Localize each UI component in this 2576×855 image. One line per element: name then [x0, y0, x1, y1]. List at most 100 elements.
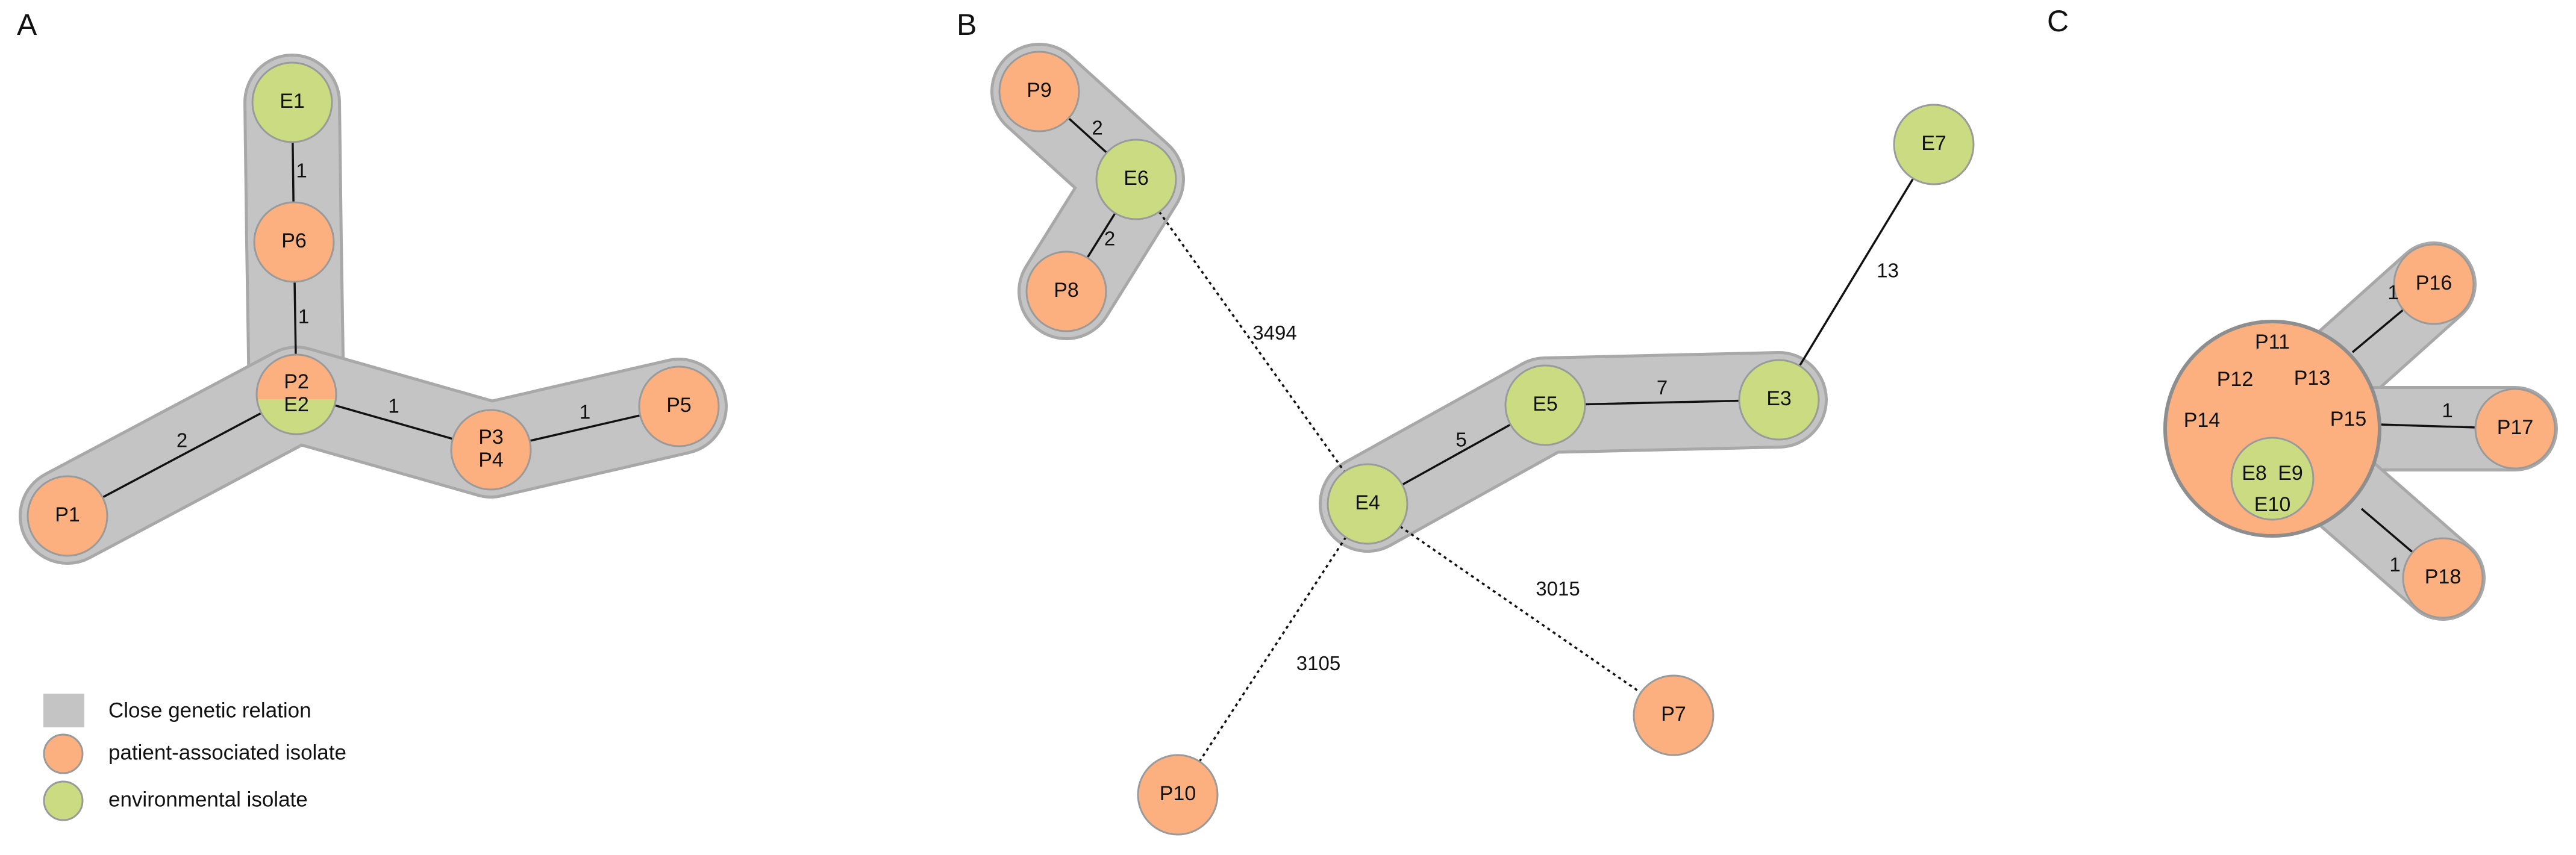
- node-circle: [253, 201, 335, 283]
- legend-patient-swatch: [43, 733, 84, 774]
- node-e3: E3: [1738, 359, 1820, 441]
- node-circle: [1095, 138, 1177, 220]
- node-label-p16: P16: [2416, 272, 2453, 294]
- node-label-p14: P14: [2184, 409, 2221, 432]
- legend-band-swatch: [43, 694, 84, 727]
- edge-label-E4-P7: 3015: [1536, 577, 1580, 600]
- edge-label-E3-E7: 13: [1877, 260, 1899, 282]
- node-label-p3: P3: [478, 426, 504, 449]
- legend-patient-label: patient-associated isolate: [108, 741, 346, 764]
- edge-E3-E7: [1778, 144, 1935, 400]
- node-label-p4: P4: [478, 449, 504, 471]
- edge-label-P6-P2E2: 1: [298, 305, 309, 328]
- edge-label-P3P4-P5: 1: [580, 401, 590, 423]
- edge-label-E1-P6: 1: [296, 160, 307, 182]
- edge-label-cluster-p18: 1: [2389, 553, 2400, 576]
- edge-E4-P7: [1367, 503, 1674, 717]
- panel-letter-a: A: [17, 8, 37, 42]
- edge-label-E4-P10: 3105: [1296, 652, 1340, 674]
- node-p16: P16: [2393, 243, 2475, 325]
- node-label-e3: E3: [1766, 387, 1792, 410]
- node-p18: P18: [2402, 537, 2484, 619]
- node-p8: P8: [1025, 250, 1107, 332]
- edge-label-cluster-p17: 1: [2442, 399, 2453, 421]
- node-circle: [2474, 388, 2556, 470]
- node-label-p17: P17: [2497, 416, 2534, 439]
- node-outline: [255, 353, 337, 435]
- node-circle: [1738, 359, 1820, 441]
- node-p9: P9: [998, 51, 1080, 132]
- node-e4: E4: [1327, 463, 1408, 545]
- node-label-p18: P18: [2425, 565, 2462, 588]
- node-p6: P6: [253, 201, 335, 283]
- node-p7: P7: [1633, 674, 1715, 756]
- node-circle: [998, 51, 1080, 132]
- node-label-p11: P11: [2255, 331, 2290, 353]
- node-label-p8: P8: [1054, 279, 1079, 302]
- node-p5: P5: [638, 365, 720, 447]
- node-e6: E6: [1095, 138, 1177, 220]
- node-label-p6: P6: [281, 229, 307, 252]
- node-circle: [1137, 754, 1219, 836]
- node-p1: P1: [27, 475, 108, 557]
- node-p17: P17: [2474, 388, 2556, 470]
- node-circle: [638, 365, 720, 447]
- edge-E4-P10: [1177, 503, 1369, 795]
- node-label-e7: E7: [1921, 132, 1946, 155]
- edge-E6-E4: [1135, 178, 1369, 505]
- node-label-p5: P5: [666, 394, 692, 417]
- node-label-p10: P10: [1160, 782, 1196, 805]
- edge-label-E6-E4: 3494: [1252, 322, 1296, 344]
- edge-label-E5-E3: 7: [1657, 376, 1668, 399]
- legend: Close genetic relation patient-associate…: [43, 694, 346, 821]
- node-e5: E5: [1504, 364, 1586, 446]
- cluster-outer-circle: [2163, 320, 2381, 538]
- node-e1: E1: [251, 61, 333, 143]
- node-label-e2: E2: [284, 393, 309, 416]
- edge-label-P2E2-P1: 2: [177, 429, 187, 452]
- node-label-e1: E1: [280, 90, 305, 113]
- node-label-e10: E10: [2254, 493, 2291, 516]
- legend-environmental-swatch: [43, 780, 84, 821]
- node-label-p1: P1: [55, 503, 80, 526]
- node-label-p9: P9: [1027, 79, 1052, 102]
- node-circle: [1633, 674, 1715, 756]
- node-circle: [251, 61, 333, 143]
- node-circle: [450, 409, 532, 491]
- cluster-inner-circle: [2230, 437, 2315, 521]
- node-label-e8: E8: [2242, 462, 2267, 485]
- node-label-p12: P12: [2217, 368, 2254, 391]
- node-circle: [27, 475, 108, 557]
- node-p10: P10: [1137, 754, 1219, 836]
- edge-distance-labels: 1 1 2 1 1 2 2 3494 5 7 13 3015 3105 1 1 1: [177, 117, 2453, 675]
- node-label-e6: E6: [1124, 167, 1149, 190]
- panel-letter-b: B: [957, 8, 977, 42]
- node-circle: [1025, 250, 1107, 332]
- legend-band-label: Close genetic relation: [108, 698, 311, 722]
- edge-label-P9-E6: 2: [1092, 117, 1102, 139]
- node-circle: [2402, 537, 2484, 619]
- edge-label-P2E2-P3P4: 1: [388, 395, 399, 417]
- node-e7: E7: [1893, 104, 1975, 185]
- node-circle: [1893, 104, 1975, 185]
- edge-P2E2-P1: [67, 393, 297, 517]
- edge-label-E4-E5: 5: [1455, 429, 1466, 451]
- edge-label-E6-P8: 2: [1104, 228, 1115, 250]
- panel-letter-c: C: [2047, 4, 2069, 38]
- node-label-p2: P2: [284, 370, 309, 393]
- node-circle: [1504, 364, 1586, 446]
- edge-label-cluster-p16: 1: [2387, 281, 2398, 303]
- node-label-p7: P7: [1661, 703, 1686, 726]
- node-label-p15: P15: [2330, 408, 2367, 431]
- node-label-p13: P13: [2294, 367, 2331, 390]
- legend-environmental-label: environmental isolate: [108, 788, 308, 811]
- node-label-e9: E9: [2278, 462, 2303, 485]
- node-circle: [1327, 463, 1408, 545]
- node-label-e4: E4: [1355, 491, 1380, 514]
- node-label-e5: E5: [1533, 393, 1558, 415]
- node-circle: [2393, 243, 2475, 325]
